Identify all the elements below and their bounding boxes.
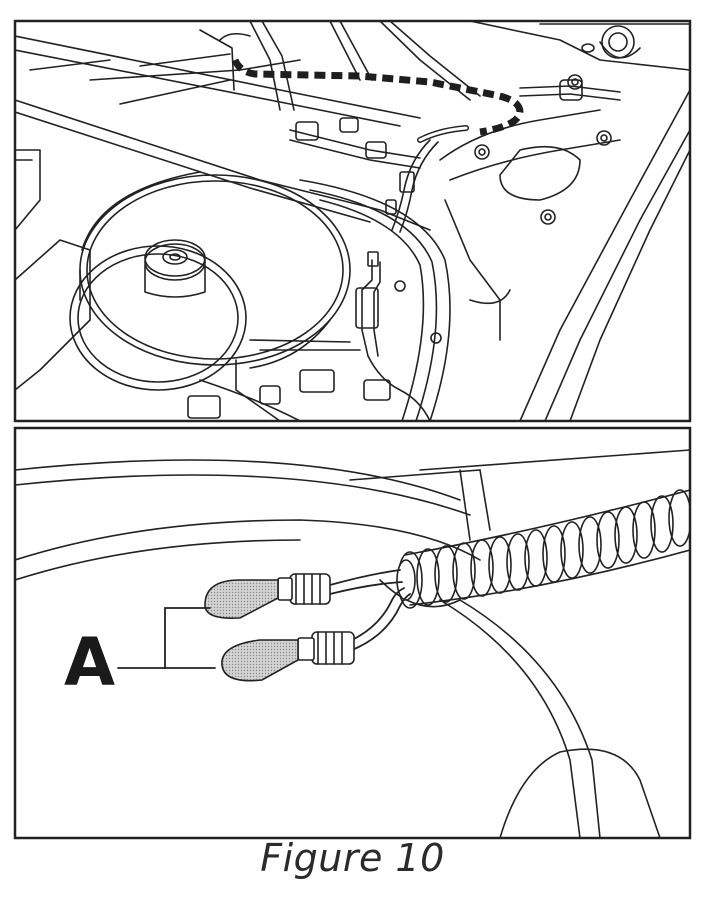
drive-belt <box>199 179 451 421</box>
connector-upper <box>204 573 331 620</box>
brake-booster <box>79 171 351 369</box>
fluid-reservoir <box>69 239 247 391</box>
strut-tower <box>469 21 690 71</box>
engine-bay-panel <box>13 19 692 423</box>
connector-detail-panel <box>13 426 692 840</box>
callout-leader <box>117 607 216 669</box>
wire-leads <box>329 569 411 651</box>
left-fender <box>15 149 91 391</box>
wire-route-dashed <box>231 58 524 136</box>
connector-lower <box>221 631 355 682</box>
figure-caption: Figure 10 <box>260 836 445 880</box>
wiring-harness <box>187 125 469 421</box>
background-structure <box>15 449 690 838</box>
right-structure <box>439 89 690 421</box>
callout-label-a: A <box>64 624 116 701</box>
fuel-line <box>289 79 621 169</box>
corrugated-loom <box>396 489 690 609</box>
cross-braces <box>199 21 481 111</box>
bolts <box>394 74 612 344</box>
